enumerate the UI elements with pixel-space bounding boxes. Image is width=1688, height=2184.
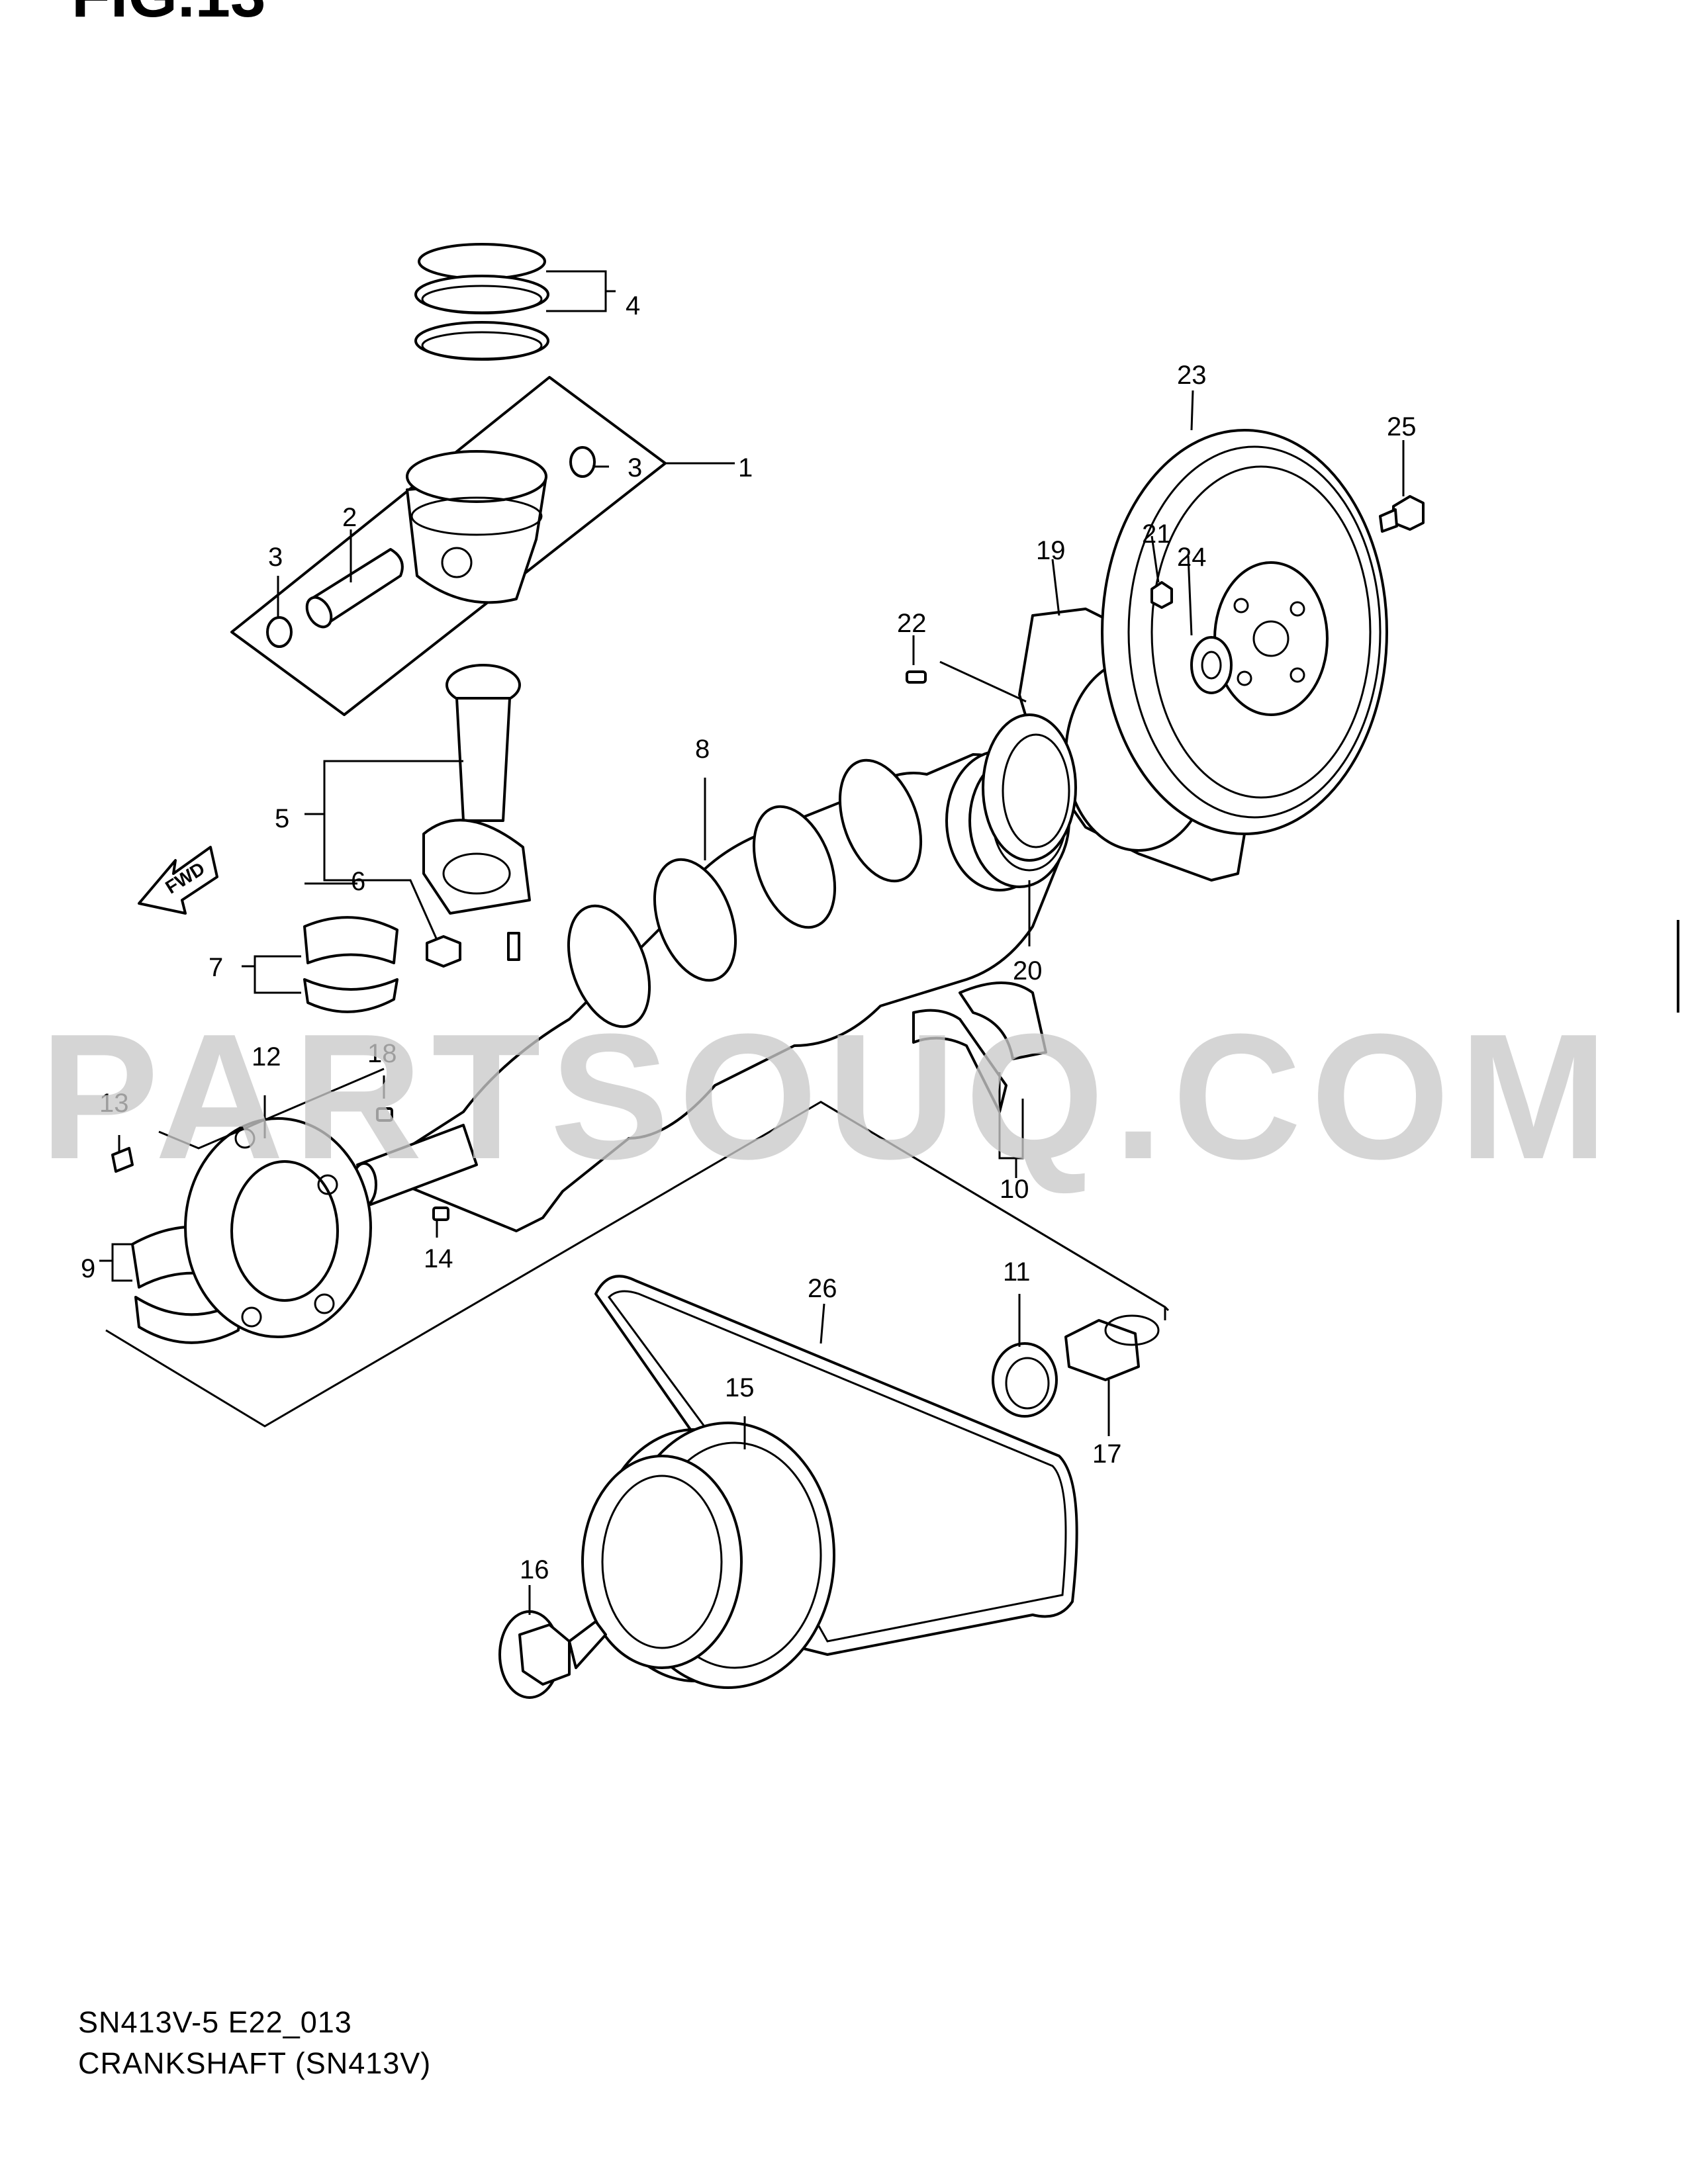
flywheel-bolt[interactable] [1379,495,1425,533]
figure-title: CRANKSHAFT (SN413V) [78,2046,432,2080]
callout-23: 23 [1177,361,1207,390]
rear-oil-seal[interactable] [982,713,1077,862]
flywheel[interactable] [1101,429,1388,835]
callout-20: 20 [1013,956,1043,985]
piston-pin[interactable] [302,548,404,631]
callout-11: 11 [1003,1257,1031,1287]
front-oil-seal[interactable] [992,1342,1058,1418]
callout-8: 8 [695,735,710,764]
callout-14: 14 [424,1244,453,1273]
rod-bearing[interactable] [303,916,399,1013]
callout-26: 26 [808,1274,837,1303]
snap-rings[interactable] [266,446,596,648]
callout-4: 4 [626,291,640,320]
piston-rings[interactable] [414,243,549,361]
callout-1: 1 [738,453,753,482]
crank-pulley-bolt[interactable] [1064,1314,1160,1381]
callout-22: 22 [897,609,927,638]
callout-12: 12 [252,1042,281,1071]
callout-7: 7 [209,953,223,982]
sprocket-screw[interactable] [111,1147,134,1173]
callout-3b: 3 [268,543,283,572]
dowel-pin[interactable] [906,670,927,684]
housing-bolt[interactable] [1150,581,1173,609]
callout-21: 21 [1142,520,1172,549]
callout-15: 15 [725,1373,755,1402]
woodruff-key[interactable] [432,1206,449,1221]
thrust-washer[interactable] [912,981,1047,1113]
rod-nut[interactable] [426,935,461,968]
callout-17: 17 [1092,1439,1122,1469]
callout-13: 13 [99,1089,129,1118]
callout-5: 5 [275,804,289,833]
callout-10: 10 [1000,1175,1029,1204]
crank-timing-sprocket[interactable] [184,1117,372,1338]
piston[interactable] [406,450,547,604]
callout-9: 9 [81,1254,95,1283]
callout-19: 19 [1036,536,1066,565]
pilot-bearing[interactable] [1190,636,1233,694]
figure-number: FIG.13 [71,0,265,32]
drive-belt[interactable] [594,1275,1078,1656]
callout-25: 25 [1387,412,1417,441]
callout-3a: 3 [628,453,642,482]
callout-labels: 4 1 3 2 3 5 6 7 8 20 10 11 17 26 15 16 1… [81,291,1417,1584]
callout-24: 24 [1177,543,1207,572]
crank-pin-key[interactable] [376,1107,393,1122]
callout-2: 2 [342,503,357,532]
callout-6: 6 [351,867,365,896]
crankshaft-pulley[interactable] [581,1422,835,1689]
leader-lines [99,270,1405,1615]
callout-16: 16 [520,1555,549,1584]
callout-18: 18 [367,1039,397,1068]
fwd-arrow-icon: FWD [138,846,218,915]
connecting-rod[interactable] [422,664,531,961]
pulley-bolt[interactable] [498,1610,607,1699]
figure-code: SN413V-5 E22_013 [78,2005,352,2039]
watermark: PARTSOUQ.COM [40,997,1617,1197]
